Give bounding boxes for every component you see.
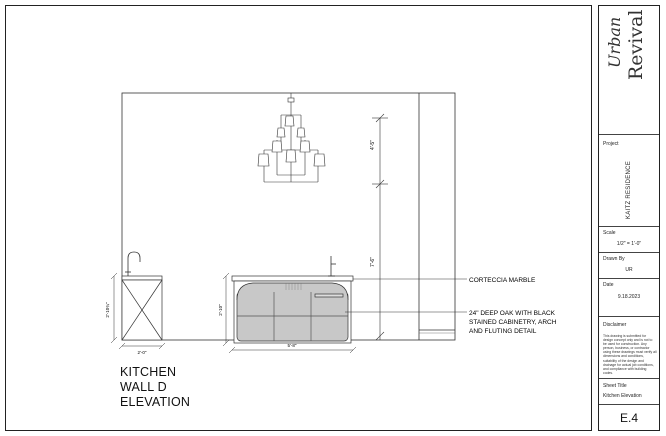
elevation-title: KITCHEN WALL D ELEVATION [120, 365, 190, 410]
vertical-dimension [372, 113, 388, 341]
disclaimer-label: Disclaimer [603, 322, 627, 328]
faucet-icon [328, 256, 336, 277]
date-value: 9.18.2023 [617, 294, 641, 300]
sheet-title-value: Kitchen Elevation [603, 393, 642, 399]
cabinet-callout-line-3: AND FLUTING DETAIL [469, 328, 537, 335]
drawn-by-label: Drawn By [603, 256, 625, 262]
logo-line-1: Urban [605, 16, 624, 68]
chandelier-icon [257, 93, 326, 183]
elevation-drawing: 4'-5" 7'-6" [105, 92, 557, 355]
dim-lower-height: 7'-6" [370, 257, 376, 267]
dim-base-height: 2'-10" [218, 304, 223, 316]
dim-upper-height: 4'-5" [370, 140, 376, 150]
scale-value: 1/2" = 1'-0" [616, 241, 642, 247]
cabinet-callout-line-1: 24" DEEP OAK WITH BLACK [469, 310, 556, 317]
title-block: Urban Revival Project KAITZ RESIDENCE Sc… [598, 5, 660, 431]
project-name: KAITZ RESIDENCE [626, 160, 632, 220]
date-label: Date [603, 282, 614, 288]
logo-line-2: Revival [625, 9, 647, 81]
elevation-title-line: KITCHEN [120, 365, 177, 379]
base-cabinet [231, 275, 354, 344]
drawn-by-value: UR [625, 267, 633, 273]
marble-callout: CORTECCIA MARBLE [469, 277, 536, 284]
project-label: Project [603, 141, 619, 147]
elevation-title-line: WALL D [120, 380, 167, 394]
dim-sink-height: 2'-10¾" [105, 302, 110, 318]
elevation-title-line: ELEVATION [120, 395, 191, 409]
sink-cabinet [121, 275, 163, 341]
cabinet-callout-line-2: STAINED CABINETRY, ARCH [469, 319, 557, 326]
dim-island-width: 5'-8" [288, 343, 297, 348]
drawing-frame [5, 5, 592, 431]
dim-sink-width: 2'-0" [138, 350, 147, 355]
disclaimer-text: This drawing is submitted for design con… [603, 334, 657, 375]
scale-label: Scale [603, 230, 616, 236]
faucet-icon [125, 251, 141, 276]
sheet-title-label: Sheet Title [603, 383, 627, 389]
sheet-number: E.4 [619, 411, 638, 425]
fluting-detail [285, 283, 302, 290]
